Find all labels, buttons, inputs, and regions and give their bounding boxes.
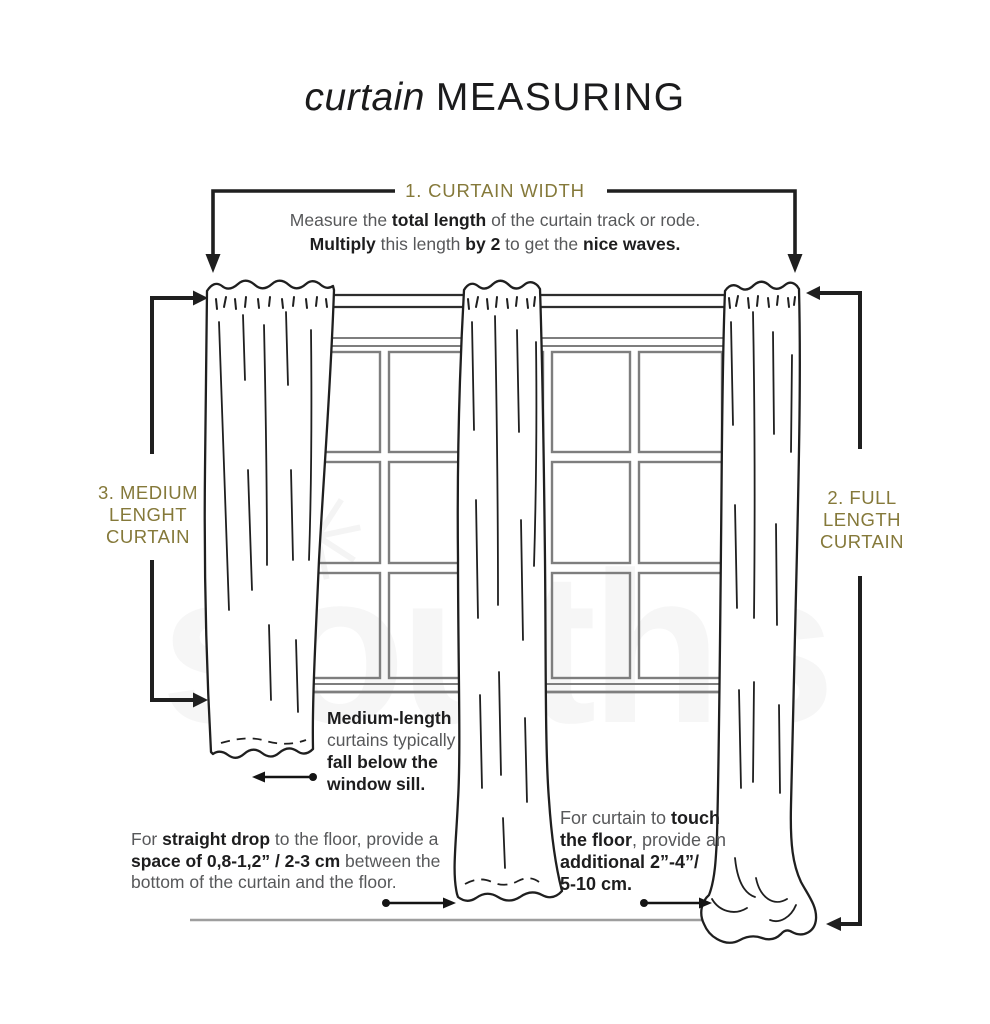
center-curtain-folds — [471, 315, 538, 869]
medium-arrow-top-icon — [193, 290, 208, 306]
floor-gap-left-arrowhead-icon — [443, 897, 456, 909]
curtain-width-label: 1. CURTAIN WIDTH — [405, 180, 585, 201]
width-desc-line1: Measure the total length of the curtain … — [289, 210, 701, 230]
center-curtain-header-pleats — [467, 296, 536, 310]
medium-length-bracket — [150, 296, 196, 702]
curtain-width-bracket — [211, 189, 797, 256]
full-length-curtain-label: 2. FULL LENGTH CURTAIN — [819, 487, 904, 552]
page-title: curtain MEASURING — [0, 76, 990, 120]
curtain-width-description: Measure the total length of the curtain … — [0, 209, 990, 256]
medium-length-curtain-label: 3. MEDIUM LENGHT CURTAIN — [97, 482, 199, 547]
title-italic-word: curtain — [304, 76, 425, 119]
floor-gap-arrow-right — [640, 897, 712, 909]
hem-width-arrow — [252, 771, 317, 783]
straight-drop-note: For straight drop to the floor, provide … — [131, 829, 441, 892]
width-desc-line2: Multiply this length by 2 to get the nic… — [309, 233, 681, 254]
width-down-arrow-right-icon — [787, 254, 803, 273]
floor-gap-right-arrowhead-icon — [699, 897, 712, 909]
hem-width-arrowhead-icon — [252, 771, 265, 783]
medium-curtain-folds — [218, 311, 313, 713]
full-curtain — [700, 280, 818, 944]
medium-curtain-header-pleats — [215, 296, 328, 310]
medium-arrow-bottom-icon — [193, 692, 208, 708]
full-arrow-top-icon — [806, 286, 820, 300]
floor-gap-arrow-left — [382, 897, 456, 909]
medium-length-note: Medium-length curtains typically fall be… — [327, 708, 456, 794]
full-curtain-header-pleats — [728, 295, 796, 309]
width-down-arrow-left-icon — [205, 254, 221, 273]
medium-curtain — [203, 279, 336, 759]
full-arrow-bottom-icon — [826, 917, 841, 931]
full-length-bracket — [818, 291, 862, 926]
center-curtain — [453, 279, 564, 902]
title-caps-word: MEASURING — [435, 76, 686, 119]
full-curtain-folds — [730, 311, 793, 794]
full-curtain-puddle-folds — [711, 857, 797, 922]
touch-floor-note: For curtain to touch the floor, provide … — [560, 808, 727, 894]
center-curtain-hem-dashes — [464, 877, 540, 886]
